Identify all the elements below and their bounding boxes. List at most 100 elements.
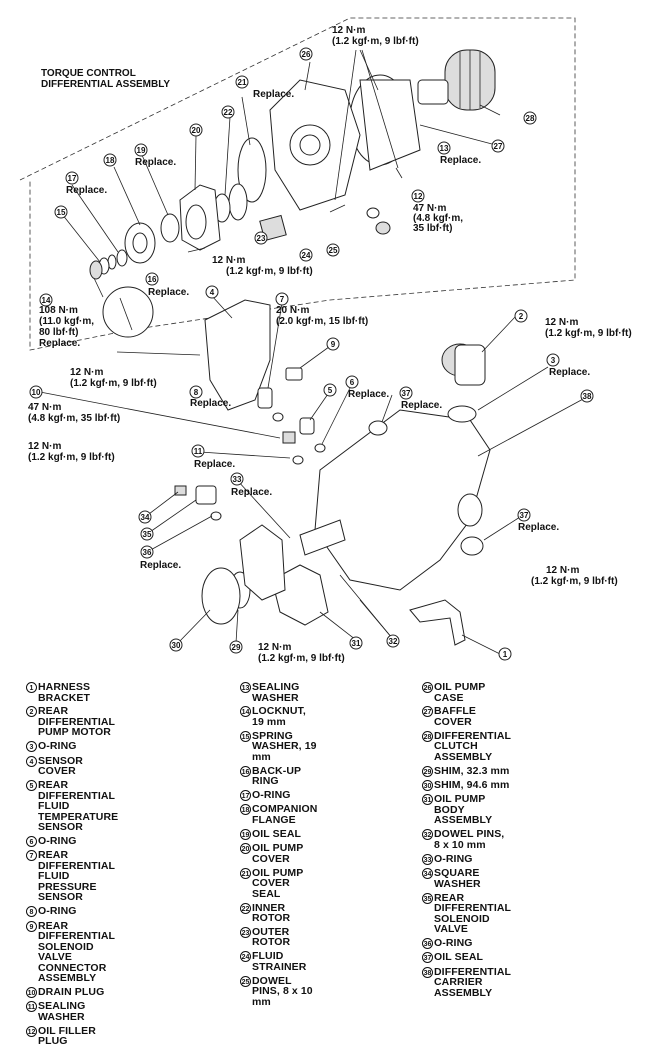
legend-number: 3 — [26, 741, 37, 753]
legend-number: 31 — [422, 794, 433, 806]
legend-text: LOCKNUT, 19 mm — [252, 705, 306, 728]
legend-number: 25 — [240, 975, 251, 987]
legend-number: 22 — [240, 902, 251, 914]
svg-text:1: 1 — [503, 650, 508, 659]
callout-36: 36 — [140, 545, 154, 559]
torque-47-drain: 47 N·m — [28, 402, 61, 413]
torque-12-pump-body: 12 N·m — [258, 642, 291, 653]
legend-text: BACK-UP RING — [252, 764, 301, 788]
svg-text:22: 22 — [224, 108, 233, 117]
svg-text:12: 12 — [414, 192, 423, 201]
bolt — [395, 167, 403, 179]
replace-6: Replace. — [348, 389, 389, 400]
callout-27: 27 — [491, 139, 505, 153]
svg-text:3: 3 — [551, 356, 556, 365]
svg-text:4: 4 — [210, 288, 215, 297]
svg-text:17: 17 — [68, 174, 77, 183]
callout-16: 16 — [145, 272, 159, 286]
callout-22: 22 — [221, 105, 235, 119]
svg-text:18: 18 — [106, 156, 115, 165]
replace-14: Replace. — [39, 338, 80, 349]
o-ring-8 — [272, 412, 284, 422]
callout-1: 1 — [498, 647, 512, 661]
legend-text: DOWEL PINS, 8 x 10 mm — [252, 974, 313, 1008]
legend-text: OIL PUMP BODY ASSEMBLY — [434, 793, 493, 827]
drain-plug — [282, 431, 296, 444]
assembly-title: TORQUE CONTROL DIFFERENTIAL ASSEMBLY — [41, 68, 170, 90]
legend-text: REAR DIFFERENTIAL SOLENOID VALVE CONNECT… — [38, 919, 115, 985]
callout-19: 19 — [134, 143, 148, 157]
svg-text:33: 33 — [233, 475, 242, 484]
solenoid-valve-connector-assembly — [285, 367, 303, 381]
callout-24: 24 — [299, 248, 313, 262]
replace-37b: Replace. — [518, 522, 559, 533]
torque-12-solenoid-detail: (1.2 kgf·m, 9 lbf·ft) — [28, 452, 115, 463]
oil-seal-19 — [160, 213, 180, 243]
svg-text:21: 21 — [238, 78, 247, 87]
callout-3: 3 — [546, 353, 560, 367]
rear-differential-fluid-temperature-sensor — [299, 417, 315, 435]
legend-number: 1 — [26, 682, 37, 693]
o-ring-3 — [447, 405, 477, 423]
callout-18: 18 — [103, 153, 117, 167]
legend-number: 27 — [422, 706, 433, 718]
oil-pump-body-assembly — [271, 564, 329, 626]
legend-number: 32 — [422, 829, 433, 841]
sensor-cover — [204, 299, 271, 411]
svg-text:25: 25 — [329, 246, 338, 255]
differential-clutch-assembly — [417, 49, 496, 111]
torque-12-cover-detail: (1.2 kgf·m, 9 lbf·ft) — [70, 378, 157, 389]
callout-6: 6 — [345, 375, 359, 389]
legend-number: 13 — [240, 682, 251, 693]
callout-30: 30 — [169, 638, 183, 652]
svg-text:37: 37 — [402, 389, 411, 398]
callout-34: 34 — [138, 510, 152, 524]
svg-text:19: 19 — [137, 146, 146, 155]
callout-32: 32 — [386, 634, 400, 648]
legend-text: OIL PUMP CASE — [434, 681, 486, 704]
svg-text:7: 7 — [280, 295, 285, 304]
legend-number: 9 — [26, 920, 37, 932]
leader-lines — [39, 49, 586, 655]
legend-number: 34 — [422, 868, 433, 880]
sealing-washer-11 — [292, 455, 304, 465]
legend-number: 33 — [422, 853, 433, 865]
replace-8: Replace. — [190, 398, 231, 409]
torque-47-upper-lbf: 35 lbf·ft) — [413, 223, 452, 234]
svg-text:8: 8 — [194, 388, 199, 397]
o-ring-17 — [116, 249, 128, 267]
torque-47-upper: 47 N·m — [413, 203, 446, 214]
svg-text:5: 5 — [328, 386, 333, 395]
callout-17: 17 — [65, 171, 79, 185]
rear-differential-pump-motor — [441, 343, 486, 386]
torque-47-drain-detail: (4.8 kgf·m, 35 lbf·ft) — [28, 413, 120, 424]
legend-number: 5 — [26, 780, 37, 792]
legend-text: SENSOR COVER — [38, 754, 83, 778]
callout-28: 28 — [523, 111, 537, 125]
torque-12-pump-body-detail: (1.2 kgf·m, 9 lbf·ft) — [258, 653, 345, 664]
bolt — [187, 247, 206, 253]
callout-2: 2 — [514, 309, 528, 323]
washer-detail-circle — [102, 286, 154, 338]
svg-text:34: 34 — [141, 513, 150, 522]
callout-31: 31 — [349, 636, 363, 650]
callout-7: 7 — [275, 292, 289, 306]
legend-text: REAR DIFFERENTIAL FLUID TEMPERATURE SENS… — [38, 779, 119, 834]
replace-33: Replace. — [231, 487, 272, 498]
callout-23: 23 — [254, 231, 268, 245]
